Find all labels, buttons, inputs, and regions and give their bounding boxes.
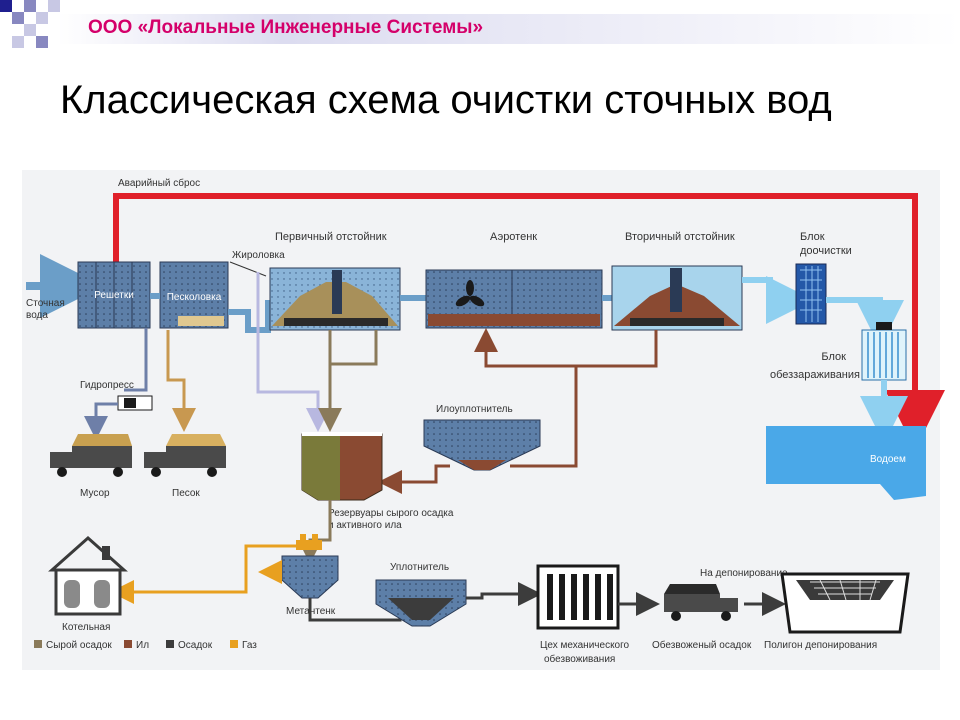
landfill-unit [780,572,910,634]
trash-line [124,328,148,392]
sand-arrow [166,330,196,432]
tanks-label-2: и активного ила [328,520,402,531]
gas-line [110,544,296,604]
emergency-label: Аварийный сброс [118,177,200,189]
pipe-secondary-post [742,276,814,324]
to-disposal-label: На депонирование [700,568,788,579]
sludge-thickener-unit [423,419,541,471]
hydropress-label: Гидропресс [80,380,134,391]
disinfect-label-1: Блок [821,351,846,363]
reservoir-shape [766,426,926,500]
legend-label-3: Газ [242,640,257,651]
grease-line [256,272,330,432]
disinfection-unit [861,322,907,381]
pipe-post-disinfect [826,297,904,348]
secondary-settler-unit [611,265,743,331]
trash-arrow [84,402,118,440]
legend-swatch-3 [230,640,238,648]
aerotank-label: Аэротенк [490,231,537,243]
thickener-to-tanks [378,464,450,494]
dewatered-truck-icon [664,584,738,621]
raw-sludge-branch [330,330,378,366]
dewater-label-1: Цех механического [540,640,630,651]
reservoir-label: Водоем [870,454,906,465]
tanks-label-1: Резервуары сырого осадка [328,508,454,519]
legend-swatch-0 [34,640,42,648]
secondary-label: Вторичный отстойник [625,231,735,243]
header-bar [58,14,960,44]
inflow-label-2: вода [26,310,48,321]
grease-pointer [229,261,267,277]
primary-label: Первичный отстойник [275,231,387,243]
legend-swatch-2 [166,640,174,648]
primary-settler-unit [269,267,401,331]
trash-truck-icon [50,434,132,477]
legend: Сырой осадок Ил Осадок Газ [34,640,257,651]
digester-unit [281,534,339,599]
aerotank-unit [425,269,603,329]
company-name: ООО «Локальные Инженерные Системы» [88,17,484,38]
grease-trap-label: Жироловка [232,250,285,261]
hydropress-icon [117,395,153,411]
legend-label-0: Сырой осадок [46,640,112,651]
boiler-label: Котельная [62,622,110,633]
return-sludge-aerotank [474,328,576,368]
landfill-label: Полигон депонирования [764,640,877,651]
sand-trap-label: Песколовка [167,292,222,303]
legend-swatch-1 [124,640,132,648]
sand-trap-unit [159,261,229,329]
trash-label: Мусор [80,488,110,499]
screens-label: Решетки [94,290,134,301]
thickener-to-dewater [466,582,542,606]
storage-tanks-unit [301,432,383,501]
legend-label-2: Осадок [178,640,213,651]
sand-truck-icon [144,434,226,477]
post-treatment-unit [795,263,827,325]
thickener-unit [375,579,467,627]
boiler-house-icon [48,535,128,616]
dewatering-unit [536,564,620,630]
thickener-label: Уплотнитель [390,562,449,573]
dewatered-label: Обезвоженый осадок [652,639,752,651]
emergency-bypass-line [113,193,945,450]
legend-label-1: Ил [136,640,149,651]
screens-unit [77,261,151,329]
posttreat-label-2: доочистки [800,245,852,257]
pipe-sand-primary [228,300,271,333]
posttreat-label-1: Блок [800,231,825,243]
sludge-thickener-label: Илоуплотнитель [436,404,513,415]
slide-title: Классическая схема очистки сточных вод [60,78,832,122]
inflow-label-1: Сточная [26,298,65,309]
dewater-label-2: обезвоживания [544,653,615,665]
sand-label: Песок [172,488,200,499]
disinfect-label-2: обеззараживания [770,369,860,381]
